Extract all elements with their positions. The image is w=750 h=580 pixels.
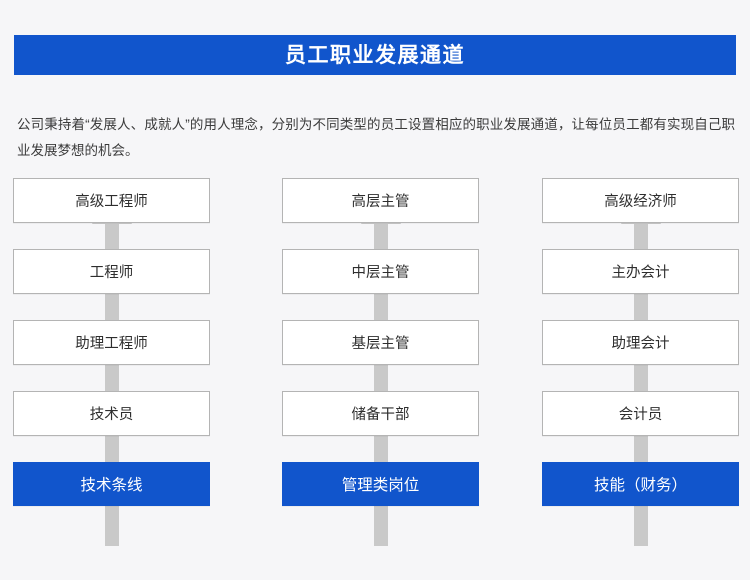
career-level-box[interactable]: 高层主管 bbox=[282, 178, 479, 223]
career-level-label: 高级工程师 bbox=[75, 194, 148, 210]
career-level-label: 储备干部 bbox=[351, 407, 410, 423]
career-track-label: 管理类岗位 bbox=[341, 477, 420, 494]
career-level-box[interactable]: 会计员 bbox=[542, 391, 739, 436]
career-level-label: 高级经济师 bbox=[604, 194, 677, 210]
page-title: 员工职业发展通道 bbox=[285, 43, 465, 67]
career-level-label: 助理会计 bbox=[611, 336, 670, 352]
career-level-label: 会计员 bbox=[618, 407, 663, 423]
career-level-stack: 高层主管 中层主管 基层主管 储备干部 管理类岗位 bbox=[282, 178, 479, 506]
career-level-box[interactable]: 主办会计 bbox=[542, 249, 739, 294]
career-column-finance: 高级经济师 主办会计 助理会计 会计员 技能（财务） bbox=[542, 178, 739, 568]
career-level-stack: 高级工程师 工程师 助理工程师 技术员 技术条线 bbox=[13, 178, 210, 506]
career-level-box[interactable]: 基层主管 bbox=[282, 320, 479, 365]
career-level-label: 中层主管 bbox=[351, 265, 410, 281]
career-level-box[interactable]: 中层主管 bbox=[282, 249, 479, 294]
career-level-box[interactable]: 储备干部 bbox=[282, 391, 479, 436]
career-level-box[interactable]: 助理会计 bbox=[542, 320, 739, 365]
career-level-label: 助理工程师 bbox=[75, 336, 148, 352]
career-level-box[interactable]: 技术员 bbox=[13, 391, 210, 436]
career-level-label: 工程师 bbox=[89, 265, 134, 281]
career-level-label: 基层主管 bbox=[351, 336, 410, 352]
career-level-box[interactable]: 高级工程师 bbox=[13, 178, 210, 223]
career-level-stack: 高级经济师 主办会计 助理会计 会计员 技能（财务） bbox=[542, 178, 739, 506]
career-track-base-box[interactable]: 技能（财务） bbox=[542, 462, 739, 506]
career-column-management: 高层主管 中层主管 基层主管 储备干部 管理类岗位 bbox=[282, 178, 479, 568]
career-level-label: 主办会计 bbox=[611, 265, 670, 281]
career-level-box[interactable]: 助理工程师 bbox=[13, 320, 210, 365]
career-level-box[interactable]: 工程师 bbox=[13, 249, 210, 294]
intro-paragraph: 公司秉持着“发展人、成就人”的用人理念，分别为不同类型的员工设置相应的职业发展通… bbox=[17, 116, 735, 158]
career-level-label: 高层主管 bbox=[351, 194, 410, 210]
career-level-label: 技术员 bbox=[89, 407, 134, 423]
career-track-label: 技术条线 bbox=[80, 477, 143, 494]
page-header-banner: 员工职业发展通道 bbox=[14, 35, 736, 75]
career-column-technical: 高级工程师 工程师 助理工程师 技术员 技术条线 bbox=[13, 178, 210, 568]
career-track-base-box[interactable]: 管理类岗位 bbox=[282, 462, 479, 506]
career-track-base-box[interactable]: 技术条线 bbox=[13, 462, 210, 506]
career-track-label: 技能（财务） bbox=[593, 477, 687, 494]
career-level-box[interactable]: 高级经济师 bbox=[542, 178, 739, 223]
career-path-columns: 高级工程师 工程师 助理工程师 技术员 技术条线 高层主管 bbox=[0, 178, 750, 578]
